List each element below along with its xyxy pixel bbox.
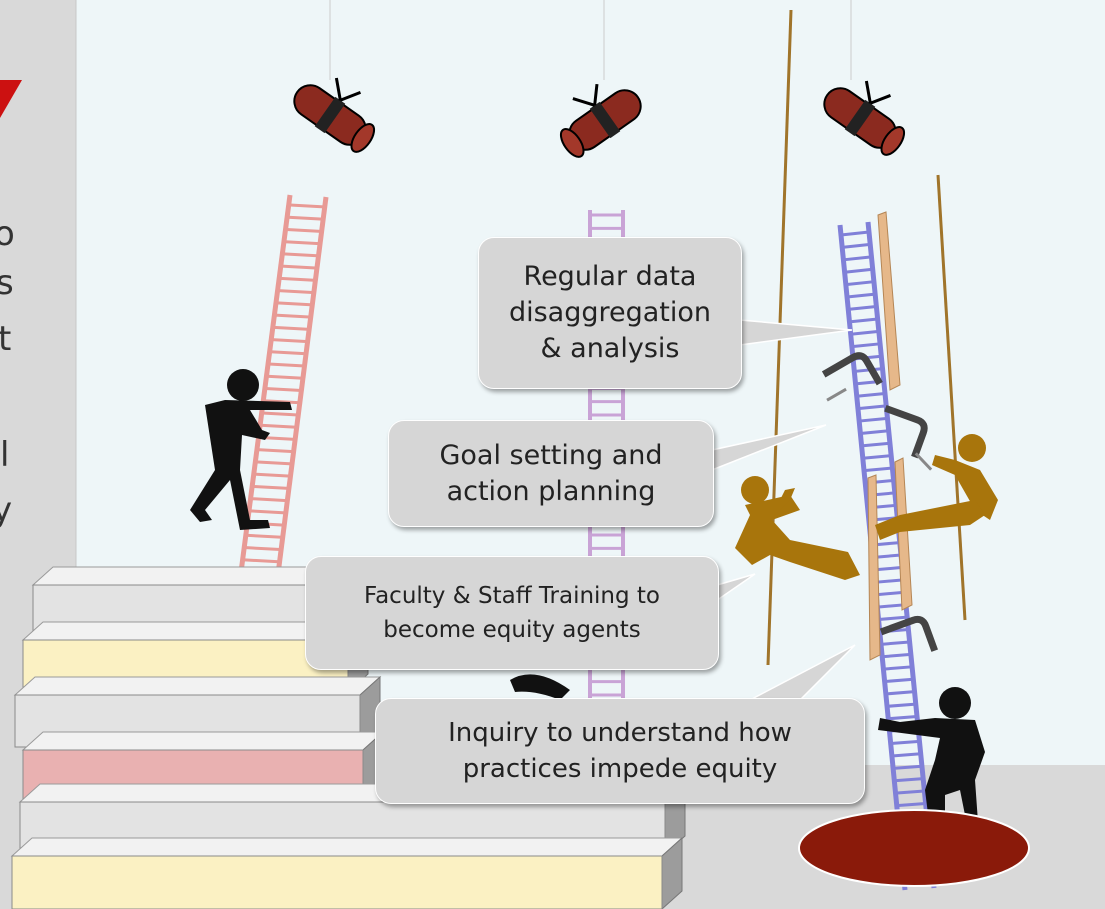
- climber-figure-middle-partial: [510, 674, 570, 700]
- rope: [936, 174, 967, 621]
- ladder-rung: [882, 652, 911, 659]
- ladder-rung: [844, 267, 873, 274]
- book-top: [21, 731, 385, 751]
- ladder-rung: [880, 640, 910, 646]
- ladder-rung: [265, 387, 302, 392]
- ladder-rung: [862, 454, 892, 460]
- ladder-rung: [244, 546, 281, 552]
- ladder-rung: [840, 230, 870, 237]
- left-text-fragment: t: [0, 319, 12, 359]
- ladder-rung: [850, 329, 879, 336]
- callout-faculty-training: Faculty & Staff Training to become equit…: [305, 556, 719, 670]
- book-top: [13, 676, 382, 696]
- ladder-rung: [886, 702, 916, 708]
- ladder-rung: [278, 289, 315, 295]
- ladder-rung: [863, 466, 893, 473]
- ladder-rung: [842, 242, 871, 249]
- ladder-rung: [895, 789, 925, 795]
- ladder-rung: [286, 227, 323, 233]
- left-text-fragment: s: [0, 263, 14, 303]
- ladder-rung: [884, 677, 914, 684]
- ladder-rung: [275, 313, 312, 319]
- climber-figure-left: [190, 369, 292, 530]
- callout-inquiry-text: Inquiry to understand how practices impe…: [448, 718, 792, 784]
- book-front: [11, 855, 663, 909]
- ladder-rung: [878, 615, 908, 622]
- left-text-fragment: l: [0, 435, 10, 475]
- ladder-rung: [270, 350, 307, 356]
- wooden-plank: [867, 457, 913, 661]
- left-text-fragment: y: [0, 490, 13, 530]
- callout-faculty-training-text: Faculty & Staff Training to become equit…: [363, 583, 661, 643]
- ladder-rung: [285, 240, 322, 246]
- ladder-rung: [262, 411, 299, 417]
- rappelling-figure-left: [735, 476, 860, 580]
- ladder-rung: [894, 777, 924, 783]
- callout-regular-data-text: Regular data disaggregation & analysis: [508, 261, 712, 364]
- diploma-scroll-icon: [823, 80, 906, 156]
- left-text-fragment: o: [0, 214, 15, 254]
- diploma-scroll-icon: [559, 83, 642, 158]
- ladder-rung: [888, 715, 918, 721]
- ladder-rung: [273, 325, 310, 331]
- ladder-rung: [280, 276, 317, 282]
- ladder-rung: [856, 392, 886, 398]
- ladder-rung: [896, 801, 926, 808]
- ladder-rung: [255, 460, 292, 466]
- ladder-rung: [283, 252, 320, 258]
- ladder-rung: [242, 558, 279, 564]
- diploma-scroll-icon: [293, 77, 376, 153]
- ladder-rung: [253, 472, 291, 478]
- ladder-rung: [250, 497, 287, 503]
- ladder-rung: [874, 578, 904, 584]
- ladder-rung: [268, 362, 305, 368]
- ladder-rung: [857, 404, 887, 411]
- hole: [798, 809, 1030, 887]
- book-top: [10, 837, 684, 857]
- rappelling-figure-right: [875, 434, 998, 540]
- clamp-icon: [879, 615, 938, 652]
- clamp-icon: [884, 404, 933, 471]
- ladder-rung: [267, 374, 304, 380]
- ladder-rung: [276, 301, 314, 307]
- ladder-rung: [877, 603, 907, 609]
- callout-inquiry: Inquiry to understand how practices impe…: [375, 698, 865, 804]
- ladder-rung: [252, 484, 289, 490]
- ladder-rung: [288, 215, 325, 221]
- ladder-rung: [263, 399, 300, 405]
- ladder-rung: [885, 690, 915, 696]
- ladder-rung: [843, 255, 872, 262]
- ladder-rung: [249, 509, 286, 515]
- ladder-rung: [848, 305, 877, 311]
- ladder-rung: [861, 441, 891, 448]
- ladder-rung: [859, 416, 888, 423]
- ladder-rung: [860, 429, 889, 435]
- ladder-rung: [883, 665, 913, 671]
- book-stack: [10, 565, 687, 909]
- ladder-rung: [890, 739, 920, 746]
- ladder-rung: [271, 338, 309, 344]
- ladder-rung: [845, 280, 875, 287]
- ladder-rung: [846, 292, 876, 299]
- callout-goal-setting: Goal setting and action planning: [388, 420, 714, 527]
- right-ladder: [837, 221, 937, 891]
- ladder-rung: [891, 752, 921, 758]
- ladder-rung: [849, 317, 878, 324]
- wooden-plank: [877, 211, 901, 391]
- ladder-rung: [851, 342, 881, 349]
- clamp-icon: [821, 352, 883, 402]
- ladder-rung: [289, 203, 327, 209]
- ladder-rung: [892, 764, 923, 770]
- ladder-rung: [876, 590, 905, 597]
- callout-regular-data: Regular data disaggregation & analysis: [478, 237, 742, 389]
- ladder-rung: [260, 423, 297, 429]
- callout-goal-setting-text: Goal setting and action planning: [439, 439, 663, 507]
- red-accent-icon: [0, 80, 22, 118]
- ladder-rung: [281, 264, 318, 270]
- ladder-rung: [245, 533, 282, 539]
- ladder-rung: [257, 448, 294, 454]
